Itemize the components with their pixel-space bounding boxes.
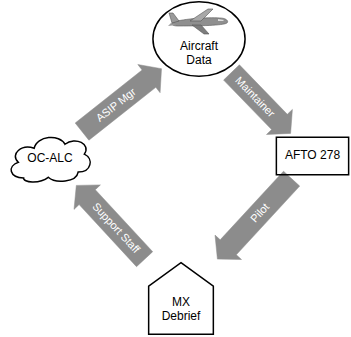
- block-arrow: [74, 185, 153, 267]
- block-arrow: [215, 171, 300, 259]
- node-text: MX Debrief: [153, 296, 209, 324]
- org-cloud: OC-ALC: [6, 128, 94, 186]
- block-arrow: [224, 65, 293, 135]
- arrow-label: ASIP Mgr: [94, 86, 138, 124]
- node-text: OC-ALC: [27, 152, 72, 166]
- aircraft-illustration: [168, 6, 230, 36]
- arrow-label: Maintainer: [234, 75, 278, 120]
- form-box: AFTO 278: [276, 137, 349, 175]
- block-arrow: [75, 65, 161, 141]
- arrow-label: Pilot: [249, 201, 272, 224]
- node-text: AFTO 278: [285, 149, 340, 163]
- debrief-house: MX Debrief: [148, 262, 214, 335]
- data-circle: Aircraft Data: [152, 1, 246, 77]
- arrow-label: Support Staff: [90, 201, 142, 255]
- node-text: Aircraft Data: [168, 40, 230, 68]
